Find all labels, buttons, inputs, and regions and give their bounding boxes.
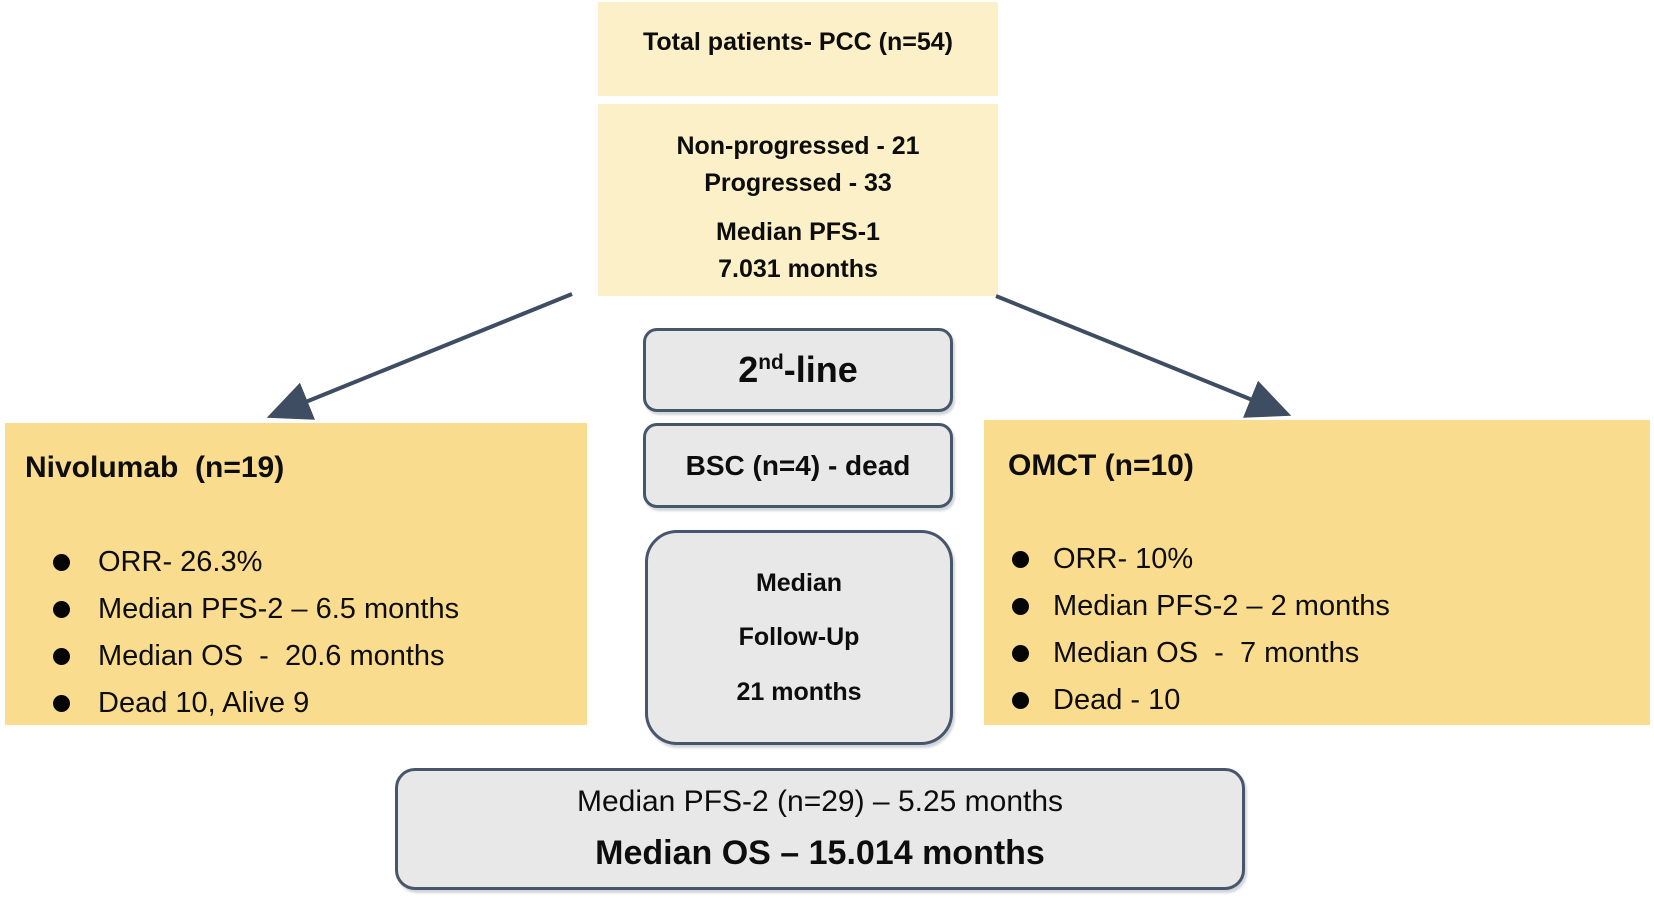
nivolumab-title: Nivolumab (n=19) xyxy=(25,451,285,484)
followup-line2: Follow-Up xyxy=(738,623,860,651)
list-item: Median PFS-2 – 6.5 months xyxy=(53,586,577,633)
bullet-text: Dead - 10 xyxy=(1053,684,1181,716)
nivolumab-box: Nivolumab (n=19) ORR- 26.3% Median PFS-2… xyxy=(5,423,587,725)
bullet-icon xyxy=(1012,645,1029,662)
bullet-text: ORR- 26.3% xyxy=(98,546,263,578)
followup-box: Median Follow-Up 21 months xyxy=(645,530,953,745)
bullet-text: Median PFS-2 – 2 months xyxy=(1053,590,1390,622)
list-item: Median OS - 7 months xyxy=(1012,630,1640,677)
bullet-text: Dead 10, Alive 9 xyxy=(98,687,310,719)
non-progressed-label: Non-progressed - 21 xyxy=(676,132,920,160)
followup-line3: 21 months xyxy=(736,677,862,706)
followup-line1: Median xyxy=(755,568,843,597)
second-line-label: 2nd-line xyxy=(738,349,858,390)
superscript-nd: nd xyxy=(758,351,784,374)
omct-title: OMCT (n=10) xyxy=(1008,449,1194,482)
list-item: Median OS - 20.6 months xyxy=(53,633,577,680)
bullet-text: Median PFS-2 – 6.5 months xyxy=(98,593,460,625)
bullet-icon xyxy=(53,554,70,571)
bullet-text: Median OS - 7 months xyxy=(1053,637,1360,669)
second-line-box: 2nd-line xyxy=(643,328,953,412)
total-patients-box: Total patients- PCC (n=54) xyxy=(598,2,998,96)
omct-bullets: ORR- 10% Median PFS-2 – 2 months Median … xyxy=(1008,536,1640,724)
list-item: Dead 10, Alive 9 xyxy=(53,680,577,727)
median-pfs1-label: Median PFS-1 xyxy=(716,218,880,246)
summary-box: Median PFS-2 (n=29) – 5.25 months Median… xyxy=(395,768,1245,890)
progressed-label: Progressed - 33 xyxy=(704,169,892,197)
bullet-icon xyxy=(53,601,70,618)
list-item: ORR- 26.3% xyxy=(53,539,577,586)
bullet-icon xyxy=(1012,692,1029,709)
nivolumab-bullets: ORR- 26.3% Median PFS-2 – 6.5 months Med… xyxy=(25,539,577,727)
list-item: ORR- 10% xyxy=(1012,536,1640,583)
median-pfs1-value: 7.031 months xyxy=(718,255,878,283)
bsc-label: BSC (n=4) - dead xyxy=(685,449,911,481)
omct-box: OMCT (n=10) ORR- 10% Median PFS-2 – 2 mo… xyxy=(984,420,1650,725)
summary-os: Median OS – 15.014 months xyxy=(595,833,1045,872)
bullet-text: ORR- 10% xyxy=(1053,543,1194,575)
list-item: Median PFS-2 – 2 months xyxy=(1012,583,1640,630)
arrow-to-nivolumab xyxy=(266,292,573,420)
bullet-icon xyxy=(1012,551,1029,568)
arrow-to-omct xyxy=(995,294,1292,418)
bsc-box: BSC (n=4) - dead xyxy=(643,423,953,508)
total-patients-label: Total patients- PCC (n=54) xyxy=(643,27,953,56)
bullet-icon xyxy=(53,648,70,665)
bullet-text: Median OS - 20.6 months xyxy=(98,640,445,672)
list-item: Dead - 10 xyxy=(1012,677,1640,724)
progression-box: Non-progressed - 21 Progressed - 33 Medi… xyxy=(598,104,998,296)
bullet-icon xyxy=(1012,598,1029,615)
summary-pfs2: Median PFS-2 (n=29) – 5.25 months xyxy=(576,785,1064,819)
bullet-icon xyxy=(53,695,70,712)
